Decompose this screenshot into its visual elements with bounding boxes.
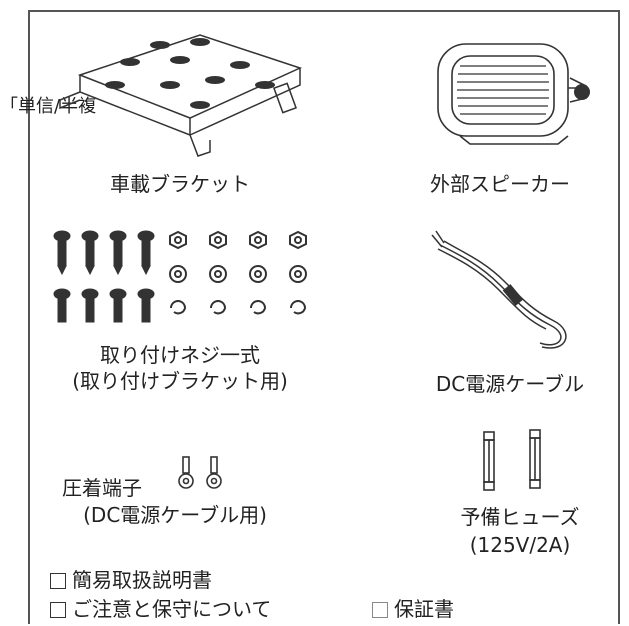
checkbox-icon [50,602,66,618]
checkbox-icon [372,602,388,618]
terminal-illustration [178,456,222,489]
bracket-illustration [59,34,303,157]
checklist-item-warranty: 保証書 [372,593,454,622]
notes-label: ご注意と保守について [72,597,272,621]
terminal-label-line1: 圧着端子 [62,476,142,500]
checkbox-icon [50,573,66,589]
cable-label: DC電源ケーブル [435,372,585,396]
screws-illustration [53,230,307,323]
cable-illustration [431,230,567,349]
checklist-item-manual: 簡易取扱説明書 [50,564,212,593]
terminal-label-line2: (DC電源ケーブル用) [83,503,267,527]
accessory-frame [28,10,620,624]
bracket-label: 車載ブラケット [110,172,250,196]
screws-label-line2: (取り付けブラケット用) [72,369,288,393]
screws-label-line1: 取り付けネジ一式 [100,343,260,367]
warranty-label: 保証書 [394,597,454,621]
fuse-label-line1: 予備ヒューズ [460,505,580,529]
speaker-label: 外部スピーカー [430,172,570,196]
manual-label: 簡易取扱説明書 [72,568,212,592]
fuse-label-line2: (125V/2A) [469,533,571,557]
checklist-item-notes: ご注意と保守について [50,593,271,622]
speaker-illustration [437,43,590,145]
fuse-illustration [483,429,541,491]
side-cutoff-text: 「単信/半複 [0,96,97,117]
